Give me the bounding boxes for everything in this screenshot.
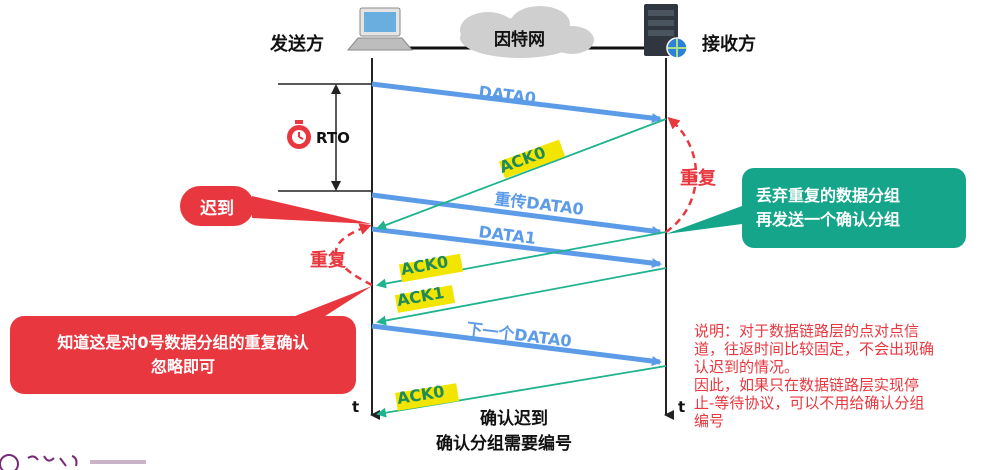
bottom-caption-line1: 确认迟到 xyxy=(480,408,548,429)
note-line-2: 道，往返时间比较固定，不会出现确 xyxy=(694,340,935,358)
note-line-5: 止-等待协议，可以不用给确认分组 xyxy=(694,394,925,412)
ack0-late-arrow xyxy=(376,118,667,230)
data0-label: DATA0 xyxy=(478,82,537,108)
ack0-dup-highlight xyxy=(398,253,464,283)
ignore-callout-line1: 知道这是对0号数据分组的重复确认 xyxy=(57,333,309,352)
dup-right-curve xyxy=(665,117,698,234)
data0-arrow xyxy=(371,81,662,123)
dup-left-curve xyxy=(334,223,373,287)
data1-arrow xyxy=(371,226,662,268)
note-line-1: 说明：对于数据链路层的点对点信 xyxy=(694,322,920,340)
university-logo-icon xyxy=(0,454,146,470)
discard-callout-line1: 丢弃重复的数据分组 xyxy=(756,186,901,205)
ignore-callout: 知道这是对0号数据分组的重复确认 忽略即可 xyxy=(10,316,356,394)
rto-label: RTO xyxy=(316,129,350,147)
stopwatch-icon xyxy=(287,120,311,149)
next-data0-arrow xyxy=(371,323,662,366)
sender-label: 发送方 xyxy=(269,33,324,55)
note-line-3: 认迟到的情况。 xyxy=(694,358,800,376)
note-line-4: 因此，如果只在数据链路层实现停 xyxy=(694,376,920,394)
discard-callout-pointer xyxy=(666,206,742,234)
bottom-caption-line2: 确认分组需要编号 xyxy=(436,433,572,454)
late-callout: 迟到 xyxy=(180,186,254,226)
ack0-late-highlight xyxy=(498,139,566,179)
discard-callout-line2: 再发送一个确认分组 xyxy=(756,210,901,229)
retrans-data0-arrow xyxy=(371,192,662,236)
ack1-label: ACK1 xyxy=(395,283,445,310)
laptop-icon xyxy=(346,7,414,51)
dup-left-label: 重复 xyxy=(310,249,347,271)
ack1-highlight xyxy=(394,285,456,313)
explanation-note: 说明：对于数据链路层的点对点信 道，往返时间比较固定，不会出现确 认迟到的情况。… xyxy=(694,322,986,430)
ignore-callout-line2: 忽略即可 xyxy=(150,357,215,376)
internet-cloud-icon xyxy=(460,6,594,58)
note-line-6: 编号 xyxy=(694,412,725,430)
dup-right-label: 重复 xyxy=(680,167,717,189)
receiver-label: 接收方 xyxy=(702,33,756,55)
late-callout-text: 迟到 xyxy=(200,198,234,219)
ack1-arrow xyxy=(376,267,667,326)
server-icon xyxy=(644,4,688,59)
ignore-callout-pointer xyxy=(290,286,372,318)
ack0-final-highlight xyxy=(394,383,460,411)
late-callout-pointer xyxy=(252,196,372,224)
sender-time-label: t xyxy=(352,398,359,416)
discard-callout: 丢弃重复的数据分组 再发送一个确认分组 xyxy=(742,168,966,248)
network-label: 因特网 xyxy=(494,29,545,50)
receiver-time-label: t xyxy=(678,398,685,416)
